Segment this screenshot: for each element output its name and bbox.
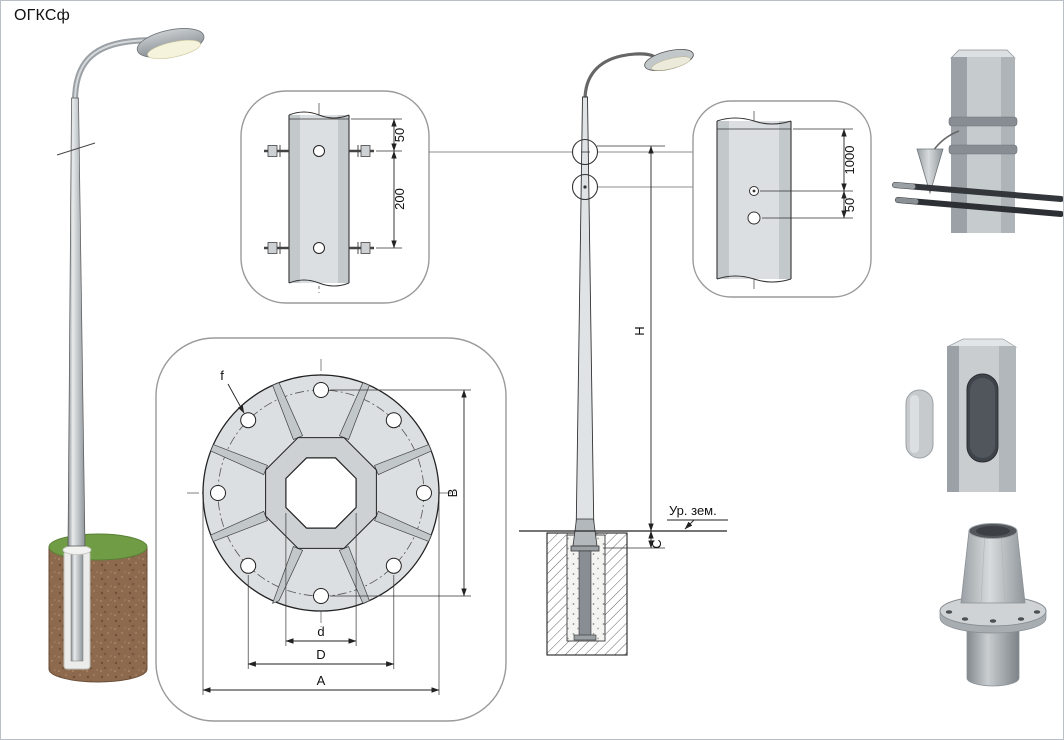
- page-title: ОГКСф: [14, 7, 70, 24]
- dim-label-f: f: [220, 368, 224, 383]
- detail-marker-hole: [571, 173, 599, 201]
- hole-detail-callout: 1000 50: [692, 100, 872, 298]
- bolt-right-upper: [349, 145, 374, 157]
- access-door-3d-render: [905, 338, 1018, 492]
- extension-lines-D: [247, 575, 395, 669]
- center-octagon-hole: [285, 457, 357, 529]
- flange-plan-callout: f B d D: [155, 337, 507, 722]
- base-flange-plate: [570, 545, 600, 552]
- embedded-stub: [578, 550, 592, 638]
- dim-label-50: 50: [842, 198, 857, 212]
- dim-label-1000: 1000: [842, 146, 857, 175]
- stub-bottom-plate: [573, 634, 597, 641]
- sleeve-collar: [62, 545, 92, 555]
- break-line: [716, 117, 792, 125]
- break-line: [716, 275, 792, 283]
- rod-lower: [895, 197, 1063, 217]
- detail-marker-joint: [571, 138, 599, 166]
- f-leader: [227, 383, 245, 414]
- clamp-3d-render: [892, 49, 1063, 233]
- joint-mark: [56, 142, 96, 156]
- dim-label-H: H: [632, 326, 647, 335]
- lamp-head: [136, 28, 205, 60]
- pole-section: [717, 121, 791, 279]
- bolt-right-lower: [349, 242, 374, 254]
- pole-top-face: [950, 49, 1016, 59]
- dim-label-d: d: [317, 624, 324, 639]
- base-shank: [966, 615, 1020, 687]
- dim-label-50: 50: [392, 128, 407, 142]
- dim-label-B: B: [445, 489, 460, 498]
- bolt-left-lower: [264, 242, 289, 254]
- flange-ribs: [210, 382, 432, 604]
- break-line: [288, 111, 350, 119]
- pole-shaft: [67, 97, 86, 547]
- callout-leader-lines: [429, 151, 693, 188]
- bolt-hole: [313, 145, 325, 157]
- pole-3d-render: [48, 28, 205, 683]
- band-lower: [948, 144, 1018, 155]
- base-cone: [960, 530, 1026, 604]
- flange-bolt-holes: [945, 610, 1041, 623]
- flange-bolt-holes: [210, 382, 432, 604]
- bolt-hole: [313, 242, 325, 254]
- flange-base-3d-render: [939, 523, 1047, 687]
- lamp-diffuser: [147, 39, 201, 60]
- ground-leader: [684, 519, 695, 530]
- dim-label-200: 200: [392, 188, 407, 210]
- large-hole: [747, 211, 761, 225]
- break-line: [288, 279, 350, 287]
- dim-label-A: A: [317, 673, 326, 688]
- lamp-head: [644, 48, 694, 72]
- tension-wedge: [916, 148, 944, 195]
- pole-shaft: [575, 96, 595, 542]
- bolt-left-upper: [264, 145, 289, 157]
- pole-top-face: [946, 338, 1018, 348]
- pole-elevation-drawing: Ур. зем. H C: [429, 48, 728, 656]
- pole-base-flare: [572, 518, 598, 547]
- dim-label-D: D: [316, 647, 325, 662]
- extension-lines-A: [202, 501, 440, 695]
- dim-label-C: C: [649, 539, 664, 548]
- ground-label: Ур. зем.: [669, 503, 717, 518]
- rod-upper: [892, 182, 1063, 202]
- band-upper: [948, 116, 1018, 127]
- embedded-pole-stub: [70, 548, 84, 662]
- lamp-arm: [583, 52, 657, 102]
- extension-lines-B: [330, 389, 471, 597]
- extension-lines-d: [285, 513, 357, 646]
- joint-detail-callout: 50 200: [240, 90, 430, 304]
